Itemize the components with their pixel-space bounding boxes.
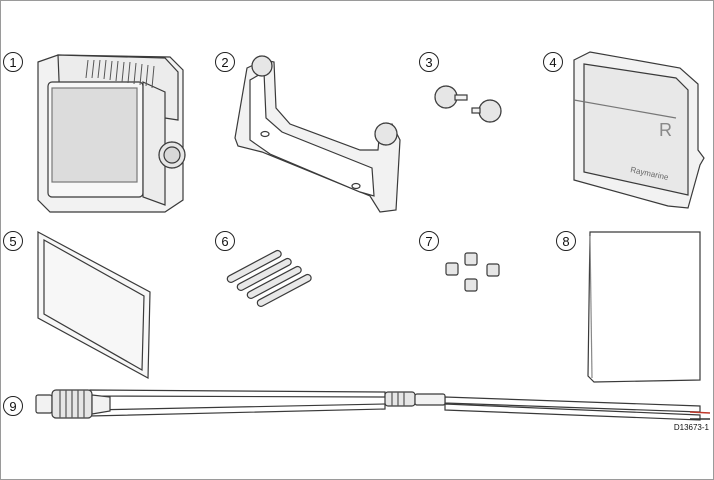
sun-cover: R Raymarine (573, 51, 705, 209)
adhesive-strips (226, 249, 312, 307)
thumb-nuts (445, 252, 500, 292)
display-unit (37, 54, 186, 213)
callout-8: 8 (556, 231, 576, 251)
callout-9: 9 (3, 396, 23, 416)
callout-6: 6 (215, 231, 235, 251)
documentation (587, 231, 701, 383)
callout-3: 3 (419, 52, 439, 72)
power-data-cable (35, 389, 711, 421)
drawing-reference: D13673-1 (673, 423, 709, 432)
bracket-knobs (434, 85, 502, 123)
callout-7: 7 (419, 231, 439, 251)
callout-4: 4 (543, 52, 563, 72)
logo-letter: R (659, 120, 672, 140)
panel-gasket (37, 230, 151, 379)
callout-1: 1 (3, 52, 23, 72)
callout-2: 2 (215, 52, 235, 72)
mounting-bracket (234, 55, 401, 213)
callout-5: 5 (3, 231, 23, 251)
